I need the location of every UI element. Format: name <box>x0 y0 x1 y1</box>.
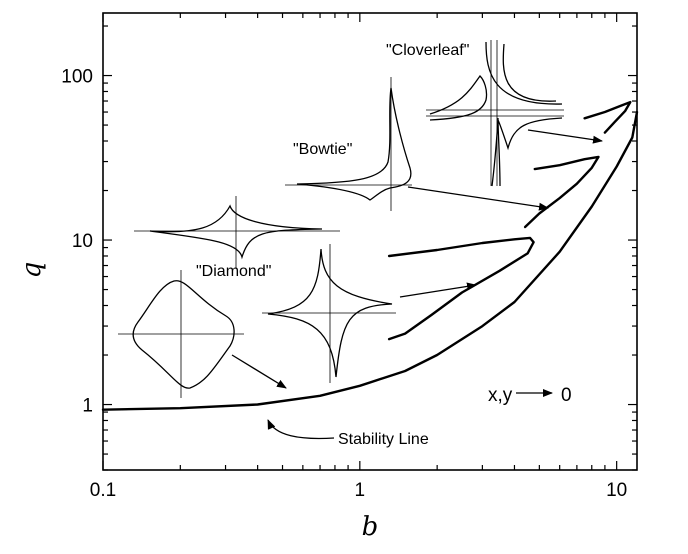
annotations: "Cloverleaf" "Bowtie" "Diamond" Stabilit… <box>196 42 572 448</box>
arrows <box>231 129 603 440</box>
y-tick-label: 100 <box>61 67 93 88</box>
x-tick-label: 1 <box>355 480 366 501</box>
arrow-star <box>399 282 477 298</box>
star-orbit-inset <box>262 244 396 383</box>
zero-label: 0 <box>561 385 572 406</box>
diamond-label: "Diamond" <box>196 263 271 280</box>
plot-area <box>102 12 638 471</box>
stability-line-label: Stability Line <box>338 431 429 448</box>
diamond-orbit <box>132 280 235 389</box>
y-tick-label: 1 <box>82 396 93 417</box>
series-stability-line <box>101 110 639 411</box>
cloverleaf-orbit <box>429 41 563 187</box>
star-orbit <box>267 248 393 378</box>
arrow-cloverleaf <box>527 129 603 144</box>
small-star-orbit <box>149 204 323 260</box>
series-lobe-1 <box>387 236 535 341</box>
series-lobe-2 <box>523 155 600 229</box>
tick-labels: 0.1 1 10 1 10 100 <box>61 67 627 501</box>
series-layer <box>101 100 639 411</box>
small-star-orbit-inset <box>134 196 340 268</box>
cloverleaf-orbit-inset <box>426 40 564 187</box>
diamond-orbit-inset <box>118 270 244 398</box>
ticks <box>102 13 637 471</box>
plot-frame <box>102 12 638 471</box>
bowtie-orbit-inset <box>285 77 412 211</box>
arrow-bowtie <box>407 186 549 211</box>
xy-label: x,y <box>488 385 513 406</box>
x-tick-label: 0.1 <box>90 480 116 501</box>
bowtie-orbit <box>296 87 412 201</box>
cloverleaf-label: "Cloverleaf" <box>386 42 469 59</box>
y-tick-label: 10 <box>72 231 93 252</box>
x-tick-label: 10 <box>606 480 627 501</box>
arrow-diamond <box>231 354 287 389</box>
x-axis-title: b <box>362 512 379 542</box>
y-axis-title: q <box>17 262 47 279</box>
orbit-insets <box>118 40 564 398</box>
arrow-stability-line <box>267 419 335 440</box>
series-lobe-3 <box>583 100 632 134</box>
bowtie-label: "Bowtie" <box>293 141 352 158</box>
